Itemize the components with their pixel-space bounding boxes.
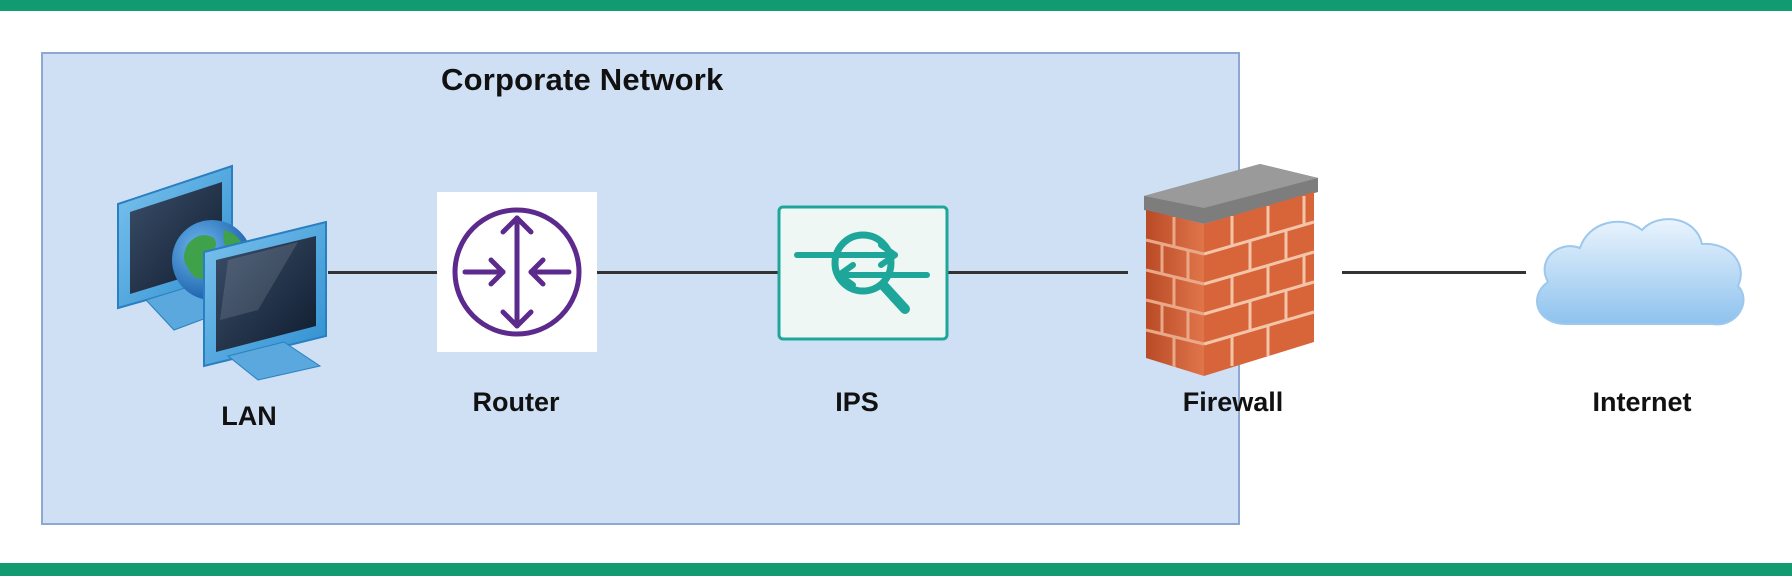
node-label-firewall: Firewall [1182,387,1284,417]
link-lan-router [328,271,438,274]
node-label-ips: IPS [835,387,879,417]
cloud-icon[interactable] [1526,204,1750,344]
link-ips-firewall [948,271,1128,274]
lan-computers-icon[interactable] [108,160,340,382]
top-accent-bar [0,0,1792,11]
firewall-brick-icon[interactable] [1140,162,1322,382]
zone-title: Corporate Network [441,62,724,97]
ips-inspection-icon[interactable] [777,205,949,341]
link-firewall-internet [1342,271,1526,274]
router-icon[interactable] [437,192,597,352]
node-label-internet: Internet [1592,387,1692,417]
link-router-ips [595,271,778,274]
node-label-lan: LAN [221,401,277,431]
node-label-router: Router [472,387,560,417]
bottom-accent-bar [0,563,1792,576]
